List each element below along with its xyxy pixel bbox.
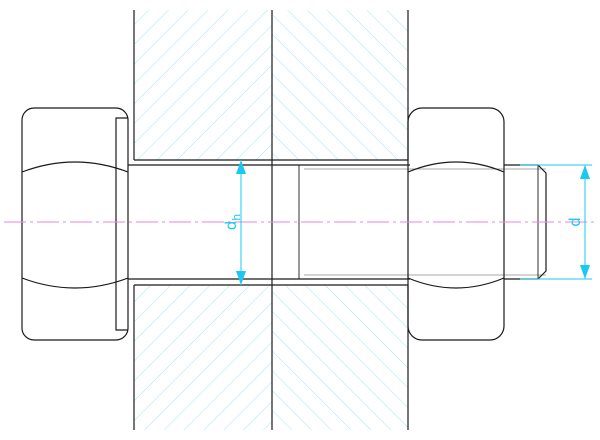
d-arrow-bottom xyxy=(580,265,590,279)
bolt-diameter-dimension: d xyxy=(520,164,592,280)
head-flat-chamfer-top xyxy=(21,161,129,173)
dh-label-base: d xyxy=(222,221,240,231)
dh-label-subscript: h xyxy=(230,214,243,221)
d-label: d xyxy=(566,217,584,227)
hole-diameter-dimension: dh xyxy=(222,160,246,285)
left-plate-bottom-hatch xyxy=(134,285,272,430)
bolt-head xyxy=(21,107,129,341)
nut xyxy=(407,107,505,341)
right-plate-section xyxy=(272,10,408,430)
right-plate-top-hatch xyxy=(272,10,408,160)
head-washer-face xyxy=(115,117,128,331)
head-outline xyxy=(21,107,129,341)
d-arrow-top xyxy=(580,165,590,179)
left-plate-section xyxy=(134,10,272,430)
nut-outline xyxy=(407,107,505,341)
dh-label: dh xyxy=(222,214,243,231)
nut-flat-chamfer-top xyxy=(407,161,505,173)
dh-arrow-bottom xyxy=(236,271,246,285)
plate-edges xyxy=(133,10,409,430)
dh-arrow-top xyxy=(236,160,246,174)
right-plate-bottom-hatch xyxy=(272,285,408,430)
nut-flat-chamfer-bottom xyxy=(407,277,505,289)
head-flat-chamfer-bottom xyxy=(21,277,129,289)
left-plate-top-hatch xyxy=(134,10,272,160)
bolt-shank xyxy=(128,164,546,280)
